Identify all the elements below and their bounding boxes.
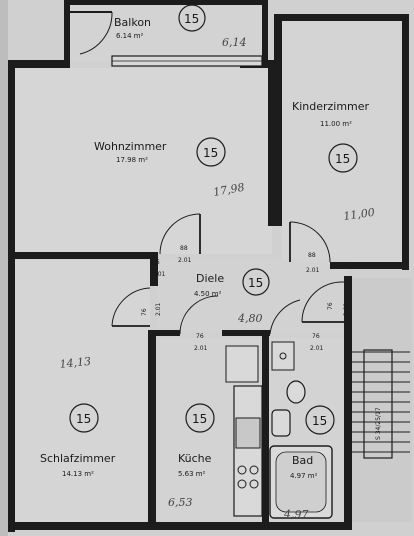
wall-diele-bottom-left bbox=[150, 330, 180, 336]
door-wohnzimmer-fraction: 88 bbox=[180, 245, 188, 252]
kueche-handwritten: 6,53 bbox=[168, 496, 193, 509]
badge-bad: 15 bbox=[305, 405, 335, 435]
door-right-fraction: 76 bbox=[152, 259, 160, 266]
door-schlafzimmer-num: 2.01 bbox=[155, 302, 162, 316]
bad-name: Bad bbox=[292, 454, 313, 467]
wall-diele-bottom-mid bbox=[222, 330, 270, 336]
wall-kinderzimmer-left bbox=[274, 14, 282, 226]
door-wohnzimmer-num: 2.01 bbox=[178, 257, 192, 264]
shaft-opening bbox=[279, 352, 287, 360]
door-bad-fraction: 76 bbox=[312, 333, 320, 340]
badge-kueche-label: 15 bbox=[192, 412, 207, 426]
badge-kueche: 15 bbox=[185, 403, 215, 433]
washbasin bbox=[271, 409, 291, 437]
shaft bbox=[271, 341, 295, 371]
kueche-name: Küche bbox=[178, 452, 212, 465]
balkon-floor bbox=[68, 4, 263, 62]
badge-kinderzimmer: 15 bbox=[328, 143, 358, 173]
schlafzimmer-floor bbox=[14, 260, 150, 522]
diele-area: 4.50 m² bbox=[194, 290, 222, 298]
badge-schlafzimmer-label: 15 bbox=[76, 412, 91, 426]
wohnzimmer-handwritten: 17,98 bbox=[212, 181, 245, 199]
badge-wohnzimmer-label: 15 bbox=[203, 146, 218, 160]
room-badges: 15 15 15 15 15 15 15 bbox=[69, 4, 358, 435]
diele-name: Diele bbox=[196, 272, 224, 285]
wall-diele-top bbox=[150, 252, 158, 286]
badge-diele-label: 15 bbox=[248, 276, 263, 290]
door-kueche-fraction: 76 bbox=[196, 333, 204, 340]
wohnzimmer-floor bbox=[14, 68, 272, 254]
kueche-area: 5.63 m² bbox=[178, 470, 206, 478]
wall-kinderzimmer-right bbox=[402, 14, 409, 270]
wohnzimmer-name: Wohnzimmer bbox=[94, 140, 167, 153]
wall-kueche-bad bbox=[262, 334, 269, 526]
badge-schlafzimmer: 15 bbox=[69, 403, 99, 433]
badge-diele: 15 bbox=[242, 268, 270, 296]
stove-burner-3 bbox=[237, 479, 247, 489]
stairs bbox=[352, 349, 410, 459]
wall-kinderzimmer-top bbox=[276, 14, 408, 21]
door-kueche-num: 2.01 bbox=[194, 345, 208, 352]
balkon-door bbox=[70, 11, 263, 67]
badge-balkon-label: 15 bbox=[184, 12, 199, 26]
kitchen-fixtures bbox=[225, 345, 263, 517]
balkon-handwritten: 6,14 bbox=[222, 36, 247, 49]
door-kinderzimmer-num: 2.01 bbox=[306, 267, 320, 274]
wall-bottom bbox=[8, 522, 352, 530]
wall-wohnzimmer-right bbox=[268, 66, 276, 226]
badge-bad-label: 15 bbox=[312, 414, 327, 428]
diele-handwritten: 4,80 bbox=[237, 312, 263, 325]
kinderzimmer-floor bbox=[282, 20, 404, 263]
badge-wohnzimmer: 15 bbox=[196, 137, 226, 167]
badge-kinderzimmer-label: 15 bbox=[335, 152, 350, 166]
wall-bad-right bbox=[344, 276, 352, 526]
wall-kinderzimmer-bottom bbox=[330, 262, 408, 269]
door-kinderzimmer-fraction: 88 bbox=[308, 252, 316, 259]
stairwell bbox=[352, 278, 412, 522]
schlafzimmer-handwritten: 14,13 bbox=[59, 355, 92, 371]
room-labels: Balkon 6.14 m² 6,14 Kinderzimmer 11.00 m… bbox=[40, 16, 376, 521]
toilet bbox=[286, 380, 306, 404]
door-entrance-fraction: 76 bbox=[327, 302, 334, 310]
kinderzimmer-name: Kinderzimmer bbox=[292, 100, 370, 113]
schlafzimmer-area: 14.13 m² bbox=[62, 470, 94, 478]
wall-balkon-right bbox=[262, 0, 268, 66]
wall-wohnzimmer-bottom bbox=[8, 252, 154, 259]
wall-left bbox=[8, 62, 15, 532]
door-marks: 88 2.01 88 2.01 76 2.01 76 2.01 76 2.01 … bbox=[141, 245, 350, 352]
kitchen-counter bbox=[233, 385, 263, 517]
badge-balkon: 15 bbox=[178, 4, 206, 32]
schlafzimmer-name: Schlafzimmer bbox=[40, 452, 116, 465]
door-schlafzimmer-fraction: 76 bbox=[141, 308, 148, 316]
bathroom-fixtures bbox=[269, 341, 333, 519]
door-right-num: 2.01 bbox=[152, 271, 166, 278]
bad-area: 4.97 m² bbox=[290, 472, 318, 480]
wohnzimmer-area: 17.98 m² bbox=[116, 156, 148, 164]
balkon-area: 6.14 m² bbox=[116, 32, 144, 40]
bathtub-inner bbox=[275, 451, 327, 513]
door-bad-num: 2.01 bbox=[310, 345, 324, 352]
wall-wohnzimmer-top-left bbox=[8, 60, 70, 68]
wall-balkon-top bbox=[64, 0, 268, 5]
diele-floor bbox=[158, 260, 348, 332]
kitchen-sink bbox=[235, 417, 261, 449]
kinderzimmer-handwritten: 11,00 bbox=[343, 206, 376, 223]
door-swings bbox=[111, 213, 345, 335]
stair-handrail bbox=[363, 349, 393, 459]
stove-burner-2 bbox=[249, 465, 259, 475]
stove-burner-1 bbox=[237, 465, 247, 475]
bad-handwritten: 4,97 bbox=[283, 508, 309, 521]
kitchen-cabinet bbox=[225, 345, 259, 383]
wall-balkon-left bbox=[64, 4, 70, 64]
stairs-label: S 34/25/17 bbox=[375, 407, 382, 440]
balkon-name: Balkon bbox=[114, 16, 151, 29]
walls bbox=[8, 0, 409, 532]
kinderzimmer-area: 11.00 m² bbox=[320, 120, 352, 128]
door-entrance-num: 2.01 bbox=[343, 302, 350, 316]
outer-strip-left bbox=[0, 0, 8, 536]
wall-schlafzimmer-right bbox=[148, 330, 156, 526]
stove-burner-4 bbox=[249, 479, 259, 489]
